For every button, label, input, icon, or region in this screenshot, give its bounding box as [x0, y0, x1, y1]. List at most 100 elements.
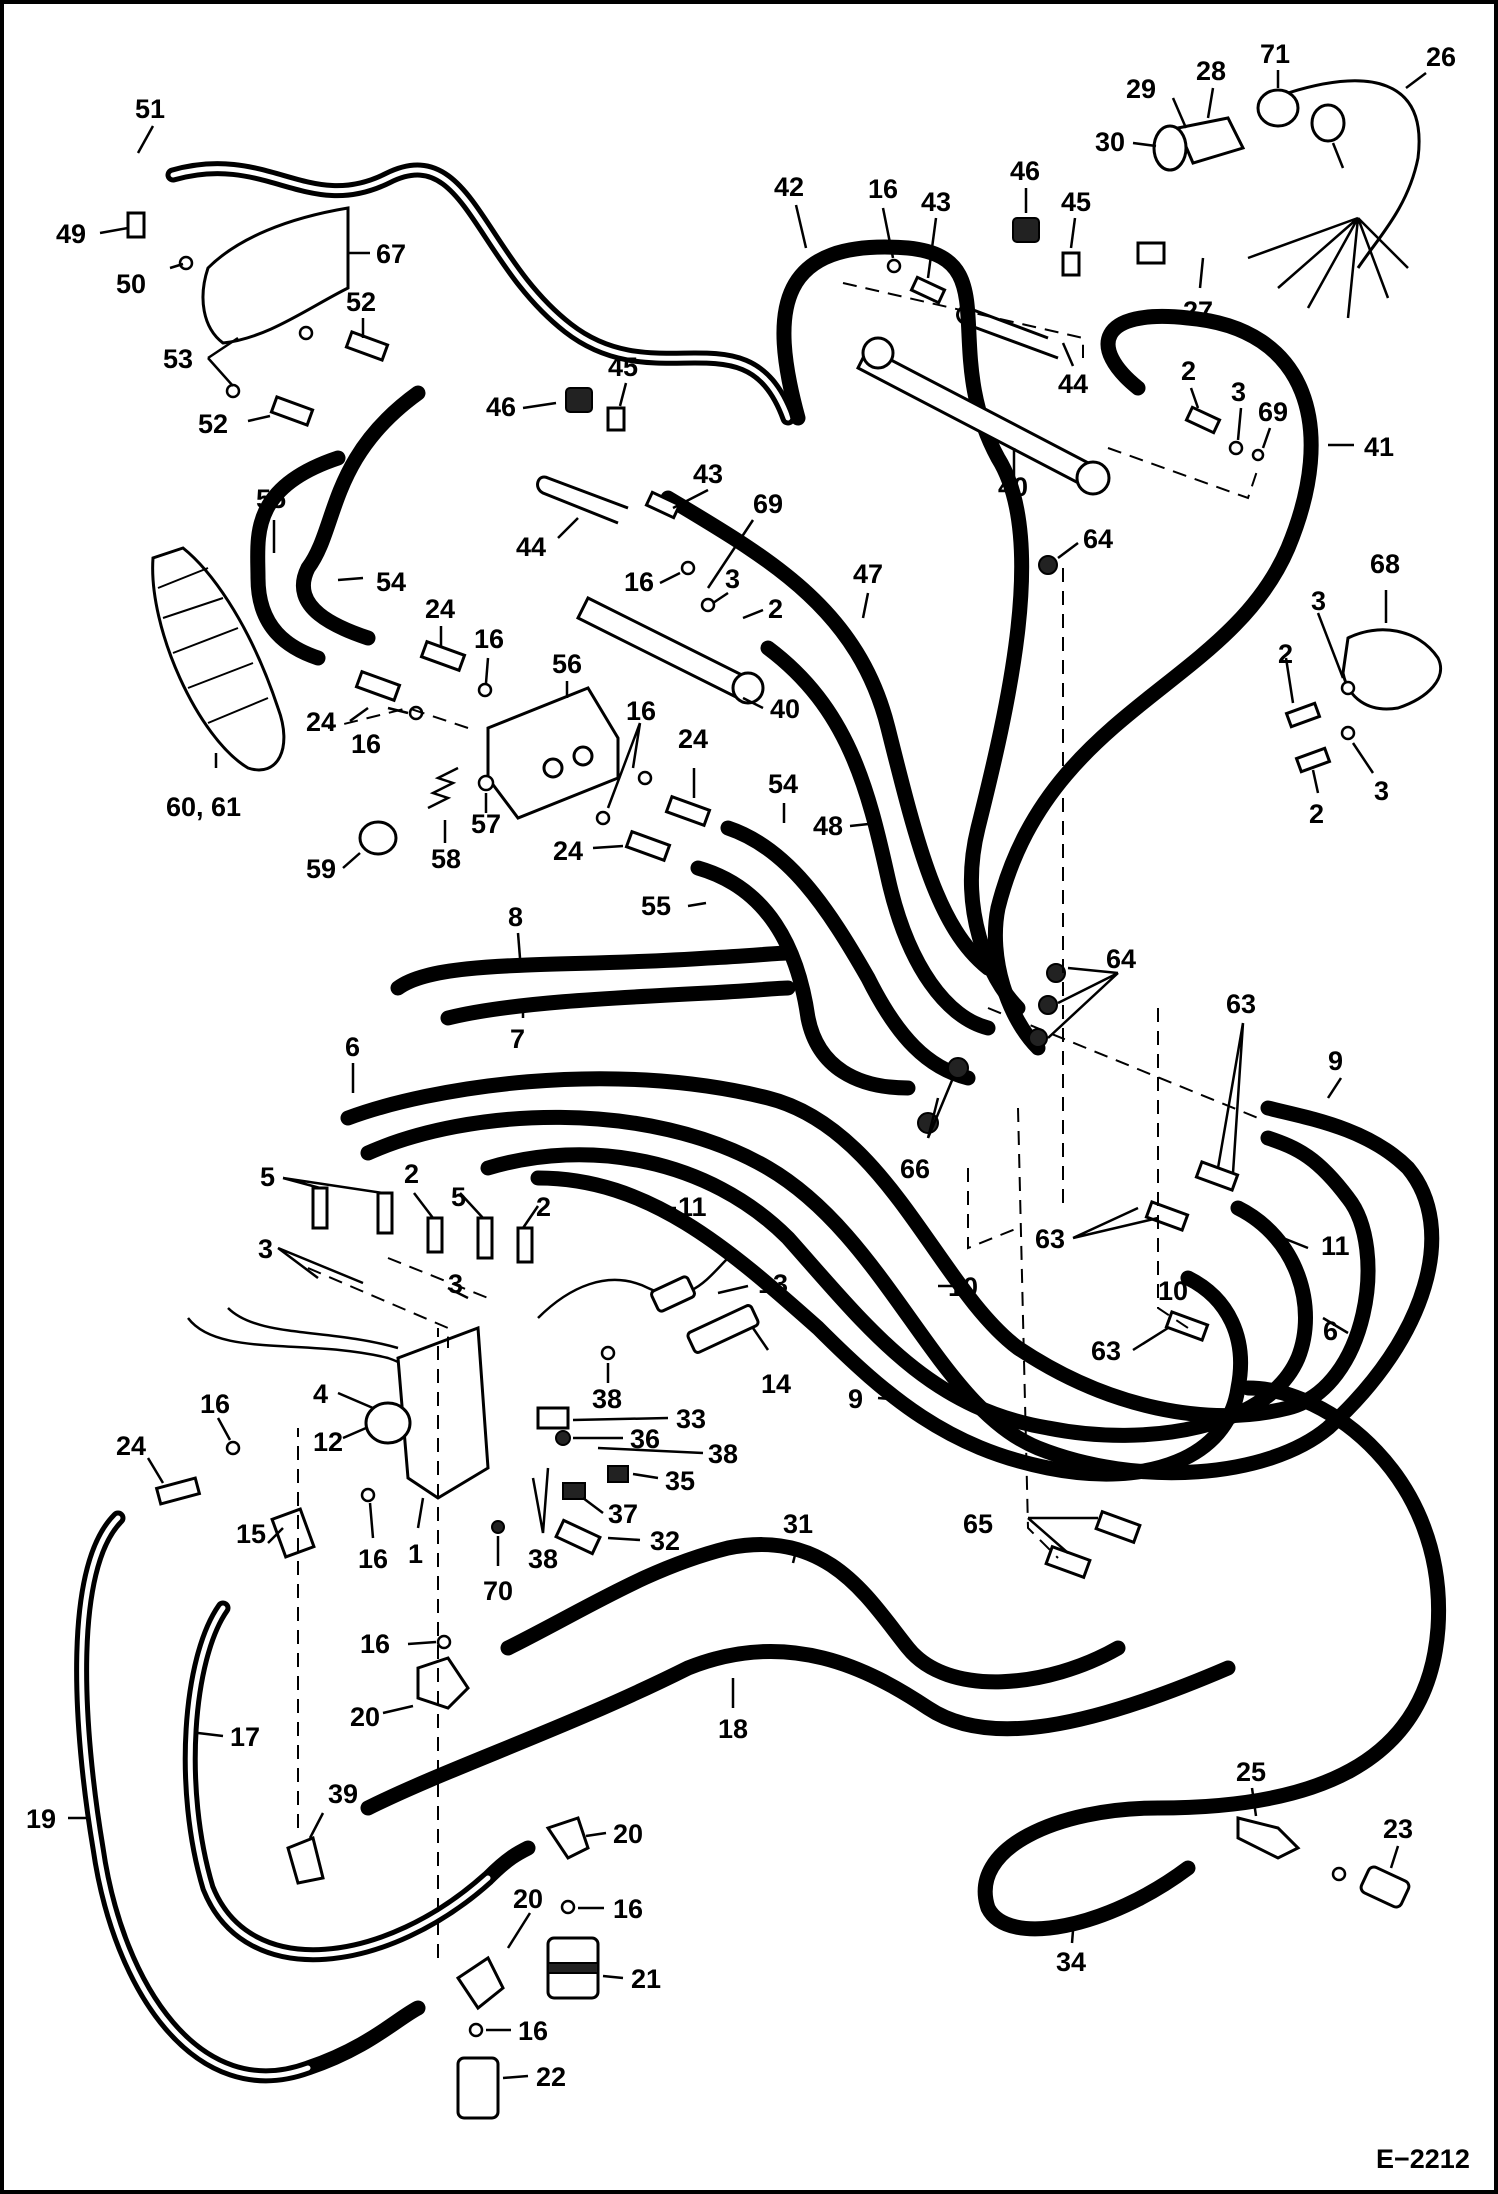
callout-24-e: 24 — [116, 1431, 146, 1461]
leader-17 — [197, 1731, 224, 1738]
callout-20-b: 20 — [613, 1819, 643, 1849]
harness-26 — [1287, 79, 1421, 269]
hose-18 — [360, 1643, 1236, 1816]
leader-54 — [337, 576, 364, 582]
hose-34 — [977, 1380, 1447, 1937]
hose-8 — [390, 945, 796, 996]
dash-1 — [842, 282, 1084, 358]
callout-67: 68 — [1370, 549, 1400, 579]
callout-2-d: 2 — [1309, 799, 1324, 829]
leader-3b — [1236, 407, 1243, 441]
callout-16-i: 16 — [613, 1894, 643, 1924]
callout-31: 31 — [783, 1509, 813, 1539]
leader-37 — [582, 1497, 604, 1514]
callout-11-right: 11 — [1321, 1231, 1350, 1261]
leader-44b — [1061, 342, 1075, 367]
callout-62-b: 63 — [1035, 1224, 1065, 1254]
callout-16-g: 16 — [358, 1544, 388, 1574]
o-ring-53-a — [298, 325, 314, 341]
callout-50: 50 — [116, 269, 146, 299]
fitting-2-a — [426, 1216, 444, 1254]
leader-55b — [687, 901, 707, 908]
fitting-62-b — [1144, 1200, 1190, 1232]
nut-63-d — [1028, 1028, 1048, 1048]
callout-45-lower: 45 — [608, 352, 638, 382]
leader-2a — [742, 608, 764, 620]
leader-21 — [602, 1974, 624, 1980]
callout-23: 23 — [1383, 1814, 1413, 1844]
control-valve-1 — [396, 1325, 490, 1500]
valve-port-56b — [572, 745, 594, 767]
callout-35: 35 — [665, 1466, 695, 1496]
dash-11 — [327, 706, 469, 729]
callout-63-a: 64 — [1083, 524, 1113, 554]
hose-10 — [530, 1170, 1249, 1482]
o-ring-16-e — [637, 770, 653, 786]
hoses — [74, 161, 1447, 2084]
leader-32 — [607, 1536, 641, 1542]
callout-62-a: 63 — [1226, 989, 1256, 1019]
leader-34 — [1070, 1917, 1076, 1944]
leader-25 — [1250, 1787, 1258, 1817]
o-ring-3-c — [1340, 680, 1356, 696]
callout-3-e: 3 — [258, 1234, 273, 1264]
leader-5a — [282, 1176, 384, 1195]
harness-4b — [227, 1307, 399, 1350]
leader-59 — [342, 852, 361, 869]
fitting-64-a — [1094, 1509, 1142, 1545]
nut-63-b — [1046, 963, 1066, 983]
callout-69: 70 — [483, 1576, 513, 1606]
callout-33: 33 — [676, 1404, 706, 1434]
components — [126, 79, 1443, 2120]
leader-43b — [926, 217, 938, 279]
dash-12 — [967, 1168, 1019, 1250]
o-ring-16-f — [595, 810, 611, 826]
callout-26: 26 — [1426, 42, 1456, 72]
callout-54-upper: 54 — [376, 567, 406, 597]
o-ring-16-i — [436, 1634, 452, 1650]
callout-27: 27 — [1183, 296, 1213, 326]
leader-20a — [382, 1704, 414, 1715]
callout-63-b: 64 — [1106, 944, 1136, 974]
leader-26 — [1405, 72, 1427, 89]
leader-22 — [502, 2074, 529, 2080]
leader-16e — [881, 207, 895, 259]
callout-36: 36 — [630, 1424, 660, 1454]
callout-39: 39 — [328, 1779, 358, 1809]
callout-7: 7 — [510, 1024, 525, 1054]
callout-51: 51 — [135, 94, 165, 124]
leader-35 — [632, 1472, 659, 1480]
callout-52-lower: 52 — [198, 409, 228, 439]
leader-9b — [877, 1396, 904, 1402]
cylinder-40-base — [861, 336, 895, 370]
leader-44a — [557, 517, 579, 539]
callout-60-61: 60, 61 — [166, 792, 241, 822]
leader-63b — [1047, 966, 1119, 1039]
callout-2-f: 2 — [536, 1192, 551, 1222]
callout-46-upper: 46 — [1010, 156, 1040, 186]
seals — [178, 255, 1356, 2038]
dash-9 — [387, 1257, 489, 1299]
callout-5-b: 5 — [451, 1182, 466, 1212]
coupler-22 — [456, 2056, 500, 2120]
leader-12 — [342, 1426, 367, 1440]
fitting-24-c — [354, 669, 402, 703]
callout-25: 25 — [1236, 1757, 1266, 1787]
callout-28: 28 — [1196, 56, 1226, 86]
callout-41: 41 — [1364, 432, 1394, 462]
hose-19 — [74, 1510, 426, 2084]
knob-30 — [1152, 124, 1188, 172]
leader-71 — [1331, 142, 1345, 169]
leader-53 — [207, 336, 239, 387]
hose-19-core — [79, 1515, 311, 2079]
o-ring-16-a — [477, 682, 493, 698]
callout-17: 17 — [230, 1722, 260, 1752]
callout-52-upper: 52 — [346, 287, 376, 317]
leader-47 — [861, 592, 870, 619]
fitting-37 — [562, 1482, 586, 1500]
callout-10-right: 10 — [1158, 1276, 1188, 1306]
callout-70: 71 — [1260, 39, 1290, 69]
hose-54-lower — [720, 820, 976, 1086]
cylinder-40-lower — [575, 595, 751, 701]
o-ring-3-a — [700, 597, 716, 613]
